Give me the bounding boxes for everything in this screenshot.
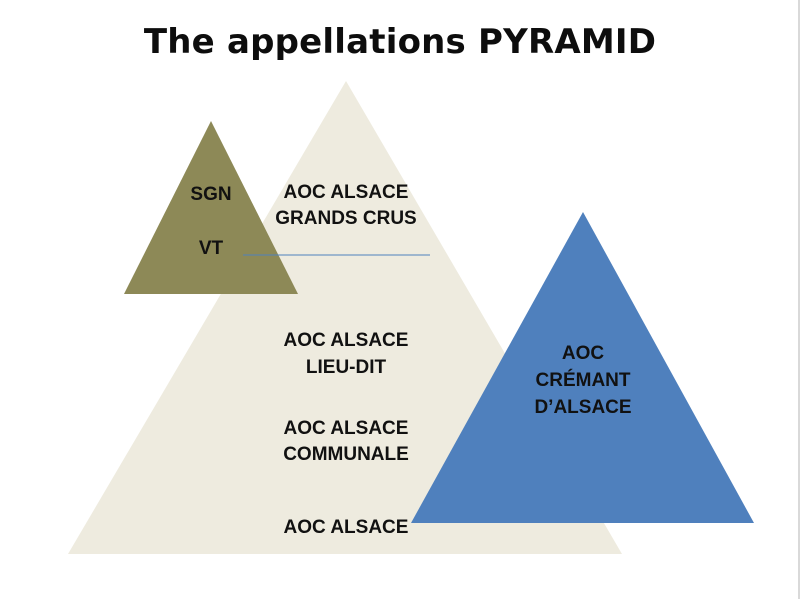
- page-title: The appellations PYRAMID: [143, 22, 657, 62]
- sgn-vt-pyramid-shape: [124, 121, 298, 294]
- sgn-label: SGN: [190, 184, 232, 205]
- communale-label-line2: COMMUNALE: [283, 444, 409, 465]
- grands-crus-label-line2: GRANDS CRUS: [275, 208, 417, 229]
- lieu-dit-label-line2: LIEU-DIT: [305, 357, 387, 378]
- grands-crus-label-line1: AOC ALSACE: [283, 182, 409, 203]
- communale-label-line1: AOC ALSACE: [283, 418, 409, 439]
- cremant-label-line1: AOC: [561, 343, 605, 364]
- vt-label: VT: [198, 238, 224, 259]
- slide-border: [798, 0, 800, 599]
- aoc-alsace-base-label: AOC ALSACE: [283, 517, 409, 538]
- cremant-label-line3: D’ALSACE: [534, 397, 632, 418]
- lieu-dit-label-line1: AOC ALSACE: [283, 330, 409, 351]
- cremant-label-line2: CRÉMANT: [535, 370, 631, 391]
- cremant-pyramid-shape: [411, 212, 754, 523]
